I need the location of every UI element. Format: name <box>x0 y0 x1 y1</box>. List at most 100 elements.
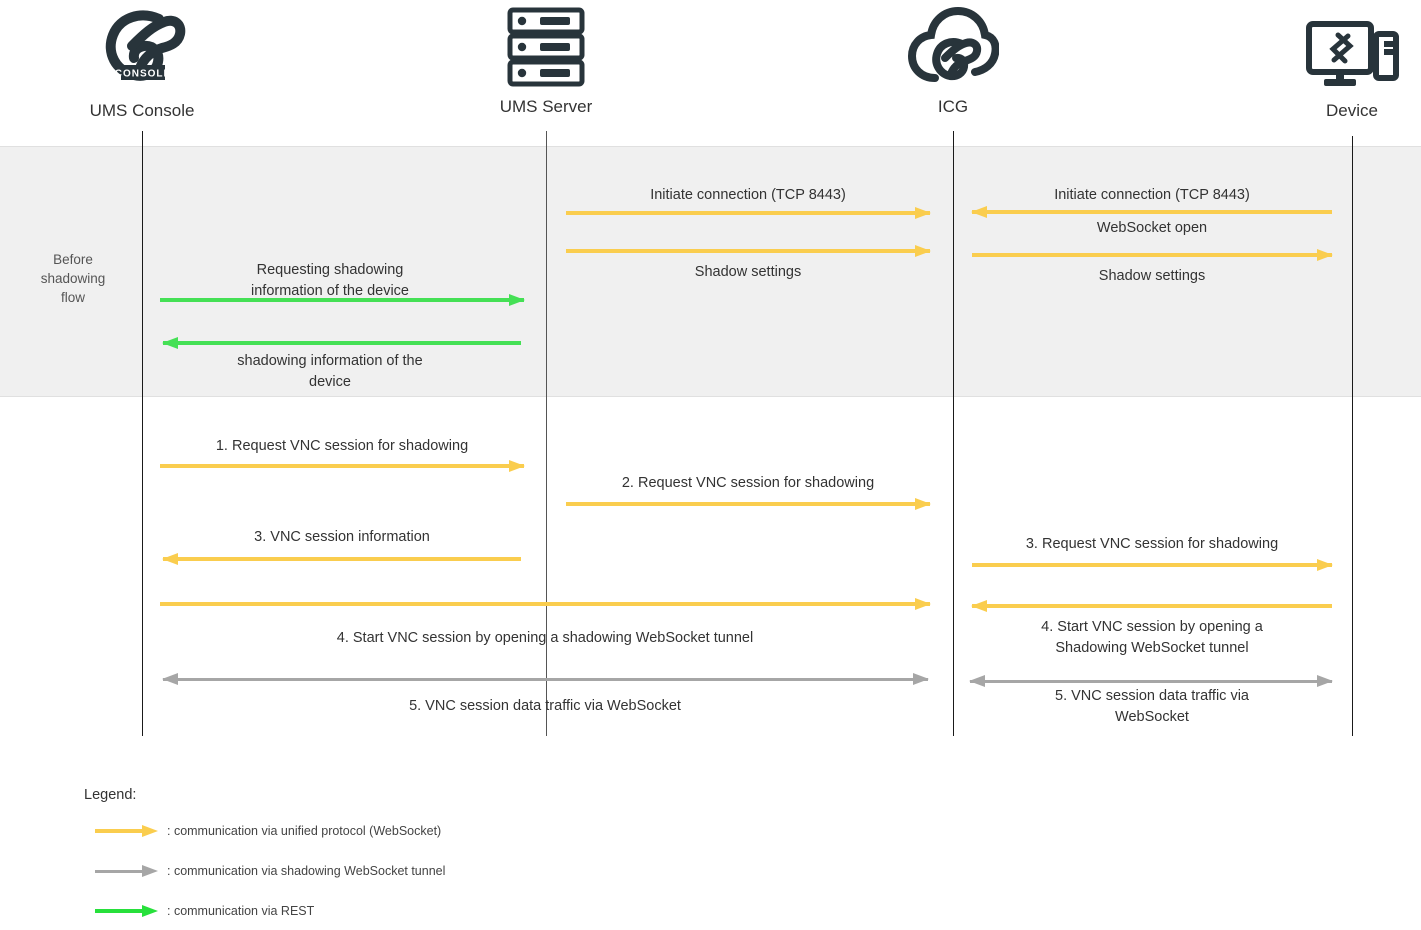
legend-title: Legend: <box>84 787 137 803</box>
arrow-step-3-right <box>972 559 1333 571</box>
arrow-shaft <box>972 253 1332 257</box>
caption-step-4-right: 4. Start VNC session by opening a Shadow… <box>972 617 1332 659</box>
arrow-head-right <box>1317 249 1333 261</box>
arrow-head-right <box>509 294 525 306</box>
actor-ums-console[interactable]: CONSOLE UMS Console <box>62 6 222 121</box>
actor-label-ums-server: UMS Server <box>499 97 593 116</box>
caption-step-3-left: 3. VNC session information <box>254 529 430 545</box>
arrow-step-1 <box>160 460 525 472</box>
caption-step-4-left: 4. Start VNC session by opening a shadow… <box>336 630 754 646</box>
arrow-head-right <box>915 207 931 219</box>
cloud-gateway-icon <box>873 6 1033 93</box>
arrow-head-right <box>1317 675 1333 687</box>
svg-text:CONSOLE: CONSOLE <box>115 69 171 80</box>
arrow-shaft <box>160 602 930 606</box>
arrow-websocket-open <box>972 249 1333 261</box>
caption-step-3-right: 3. Request VNC session for shadowing <box>1025 536 1279 552</box>
arrow-head-right <box>142 905 158 917</box>
legend-label-unified-protocol: : communication via unified protocol (We… <box>167 824 442 838</box>
arrow-shaft <box>163 677 928 681</box>
arrow-shaft <box>972 563 1332 567</box>
arrow-shaft <box>163 341 521 345</box>
caption-websocket-open: WebSocket open <box>1096 220 1208 236</box>
arrow-head-right <box>1317 559 1333 571</box>
arrow-shaft <box>160 464 524 468</box>
arrow-shaft <box>95 869 145 873</box>
actor-ums-server[interactable]: UMS Server <box>466 6 626 117</box>
lifeline-device <box>1352 136 1353 736</box>
arrow-step-5-left <box>162 673 929 685</box>
arrow-shaft <box>970 679 1332 683</box>
actor-label-icg: ICG <box>937 97 969 116</box>
arrow-step-2 <box>566 498 931 510</box>
legend-item-rest: : communication via REST <box>95 904 314 918</box>
legend-item-unified-protocol: : communication via unified protocol (We… <box>95 824 441 838</box>
arrow-shaft <box>160 298 524 302</box>
before-shadowing-flow-band <box>0 146 1421 397</box>
caption-step-1: 1. Request VNC session for shadowing <box>215 438 469 454</box>
arrow-step-4-left <box>160 598 931 610</box>
arrow-step-5-right <box>969 675 1333 687</box>
arrow-step-4-right <box>971 600 1332 612</box>
arrow-shaft <box>566 502 930 506</box>
legend-item-shadowing-tunnel: : communication via shadowing WebSocket … <box>95 864 445 878</box>
caption-requesting-shadowing-info: Requesting shadowing information of the … <box>160 260 500 302</box>
arrow-head-left <box>162 673 178 685</box>
legend-arrow-rest-icon <box>95 905 158 917</box>
arrow-shaft <box>95 829 145 833</box>
arrow-head-left <box>971 206 987 218</box>
caption-line-2: WebSocket <box>1115 709 1189 725</box>
phase-label-before-shadowing-flow: Before shadowing flow <box>8 250 138 307</box>
actor-icg[interactable]: ICG <box>873 6 1033 117</box>
caption-line-1: Requesting shadowing <box>256 262 404 278</box>
legend-label-rest: : communication via REST <box>167 904 315 918</box>
lifeline-ums-console <box>142 131 143 736</box>
legend-arrow-unified-protocol-icon <box>95 825 158 837</box>
arrow-head-right <box>915 245 931 257</box>
phase-label-line-2: shadowing <box>40 271 106 286</box>
caption-line-2: device <box>309 374 351 390</box>
arrow-head-right <box>913 673 929 685</box>
arrow-shadowing-info <box>162 337 521 349</box>
caption-shadow-settings-device: Shadow settings <box>1098 268 1206 284</box>
desktop-device-icon <box>1272 16 1421 97</box>
arrow-head-left <box>969 675 985 687</box>
actor-device[interactable]: Device <box>1272 16 1421 121</box>
arrow-head-right <box>509 460 525 472</box>
igel-console-logo-icon: CONSOLE <box>62 6 222 97</box>
arrow-shaft <box>566 211 930 215</box>
lifeline-icg <box>953 131 954 736</box>
arrow-head-right <box>915 598 931 610</box>
arrow-shaft <box>566 249 930 253</box>
caption-line-2: Shadowing WebSocket tunnel <box>1055 640 1249 656</box>
arrow-shaft <box>95 909 145 913</box>
phase-label-line-3: flow <box>60 290 85 305</box>
arrow-head-right <box>142 825 158 837</box>
arrow-shaft <box>972 210 1332 214</box>
arrow-step-3-left <box>162 553 521 565</box>
arrow-head-left <box>162 553 178 565</box>
caption-shadow-settings-server: Shadow settings <box>694 264 802 280</box>
arrow-requesting-shadowing-info <box>160 294 525 306</box>
actor-label-device: Device <box>1326 101 1378 120</box>
arrow-initiate-connection-server <box>566 207 931 219</box>
caption-shadowing-info: shadowing information of the device <box>160 351 500 393</box>
caption-step-2: 2. Request VNC session for shadowing <box>621 475 875 491</box>
arrow-head-right <box>142 865 158 877</box>
caption-initiate-connection-server: Initiate connection (TCP 8443) <box>650 187 846 203</box>
arrow-shaft <box>972 604 1332 608</box>
arrow-head-left <box>971 600 987 612</box>
arrow-head-left <box>162 337 178 349</box>
legend-arrow-shadowing-tunnel-icon <box>95 865 158 877</box>
arrow-initiate-connection-device <box>971 206 1332 218</box>
arrow-head-right <box>915 498 931 510</box>
arrow-shadow-settings-server <box>566 245 931 257</box>
caption-line-1: shadowing information of the <box>237 353 423 369</box>
caption-line-1: 4. Start VNC session by opening a <box>1041 619 1263 635</box>
caption-line-2: information of the device <box>251 283 409 299</box>
phase-label-line-1: Before <box>53 252 93 267</box>
caption-step-5-left: 5. VNC session data traffic via WebSocke… <box>409 698 681 714</box>
legend-label-shadowing-tunnel: : communication via shadowing WebSocket … <box>167 864 446 878</box>
lifeline-ums-server <box>546 131 547 736</box>
server-rack-icon <box>466 6 626 93</box>
